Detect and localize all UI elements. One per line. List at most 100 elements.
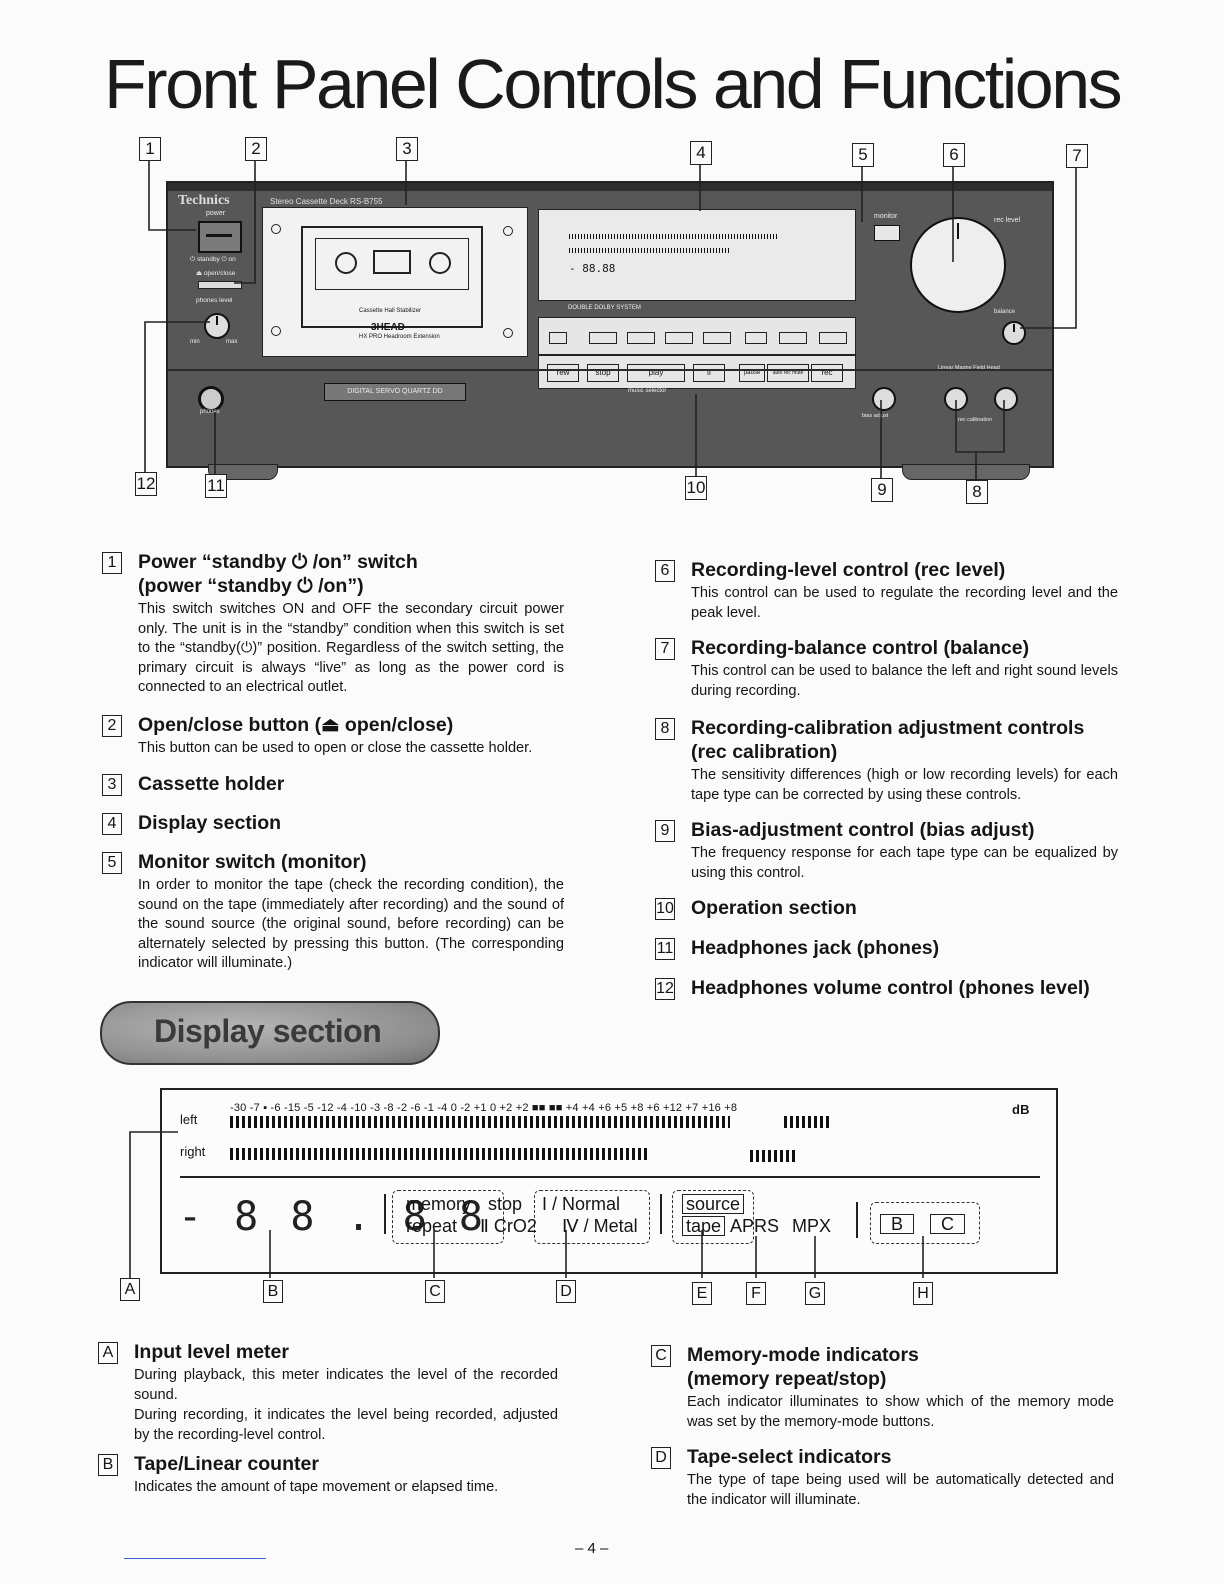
three-head-label: 3HEAD: [371, 322, 405, 333]
meter-scale: -30 -7 ▪ -6 -15 -5 -12 -4 -10 -3 -8 -2 -…: [230, 1102, 738, 1114]
auto-rec-mute-button[interactable]: auto rec mute: [767, 364, 809, 382]
item-10: 10 Operation section: [655, 896, 1118, 920]
callout-12: 12: [135, 472, 157, 496]
rec-button[interactable]: rec: [811, 364, 843, 382]
display-item-a: A Input level meter During playback, thi…: [98, 1340, 558, 1445]
display-panel: - 88.88: [538, 209, 856, 301]
power-switch[interactable]: [198, 221, 242, 253]
open-close-button[interactable]: [198, 281, 242, 289]
display-section-heading: Display section: [154, 1013, 382, 1049]
function-button[interactable]: [745, 332, 767, 344]
phones-jack[interactable]: [198, 386, 224, 412]
item-title-2: (rec calibration): [691, 741, 838, 763]
item-text: Indicates the amount of tape movement or…: [134, 1479, 499, 1495]
hx-pro-label: HX PRO Headroom Extension: [359, 334, 440, 340]
function-button[interactable]: [589, 332, 617, 344]
rew-button[interactable]: rew: [547, 364, 579, 382]
rec-calibration-knob-right[interactable]: [994, 387, 1018, 411]
item-2: 2 Open/close button (⏏ open/close) This …: [102, 713, 564, 759]
callout-10: 10: [685, 476, 707, 500]
item-number: 6: [655, 560, 675, 582]
music-selector-label: music selector: [628, 388, 667, 394]
item-number: 7: [655, 638, 675, 660]
display-item-c: C Memory-mode indicators (memory repeat/…: [651, 1343, 1114, 1432]
right-meter-bar: [230, 1148, 650, 1160]
item-6: 6 Recording-level control (rec level) Th…: [655, 558, 1118, 623]
item-text: In order to monitor the tape (check the …: [138, 877, 564, 971]
stop-button[interactable]: stop: [587, 364, 619, 382]
function-button[interactable]: [665, 332, 693, 344]
bias-adjust-label: bias adjust: [862, 413, 889, 419]
function-button[interactable]: [779, 332, 807, 344]
display-callout-g: G: [805, 1282, 825, 1305]
callout-3: 3: [396, 137, 418, 161]
item-title: Headphones jack (phones): [691, 937, 940, 959]
item-text: During playback, this meter indicates th…: [134, 1367, 558, 1403]
foot-right: [902, 464, 1030, 480]
item-number: 3: [102, 774, 122, 796]
item-title: Input level meter: [134, 1341, 289, 1363]
item-title: Open/close button (⏏ open/close): [138, 714, 454, 736]
display-callout-c: C: [425, 1280, 445, 1303]
display-callout-b: B: [263, 1280, 283, 1303]
cassette-holder[interactable]: Cassette Hall Stabilizer 3HEAD HX PRO He…: [262, 207, 528, 357]
standby-label: ⏻ standby ⏻ on: [190, 256, 236, 263]
item-number: 11: [655, 938, 675, 960]
item-title: Monitor switch (monitor): [138, 851, 367, 873]
item-number: 8: [655, 718, 675, 740]
dolby-label: DOUBLE DOLBY SYSTEM: [568, 305, 641, 311]
function-button[interactable]: [627, 332, 655, 344]
monitor-label: monitor: [874, 213, 898, 220]
item-8: 8 Recording-calibration adjustment contr…: [655, 716, 1118, 805]
item-text: Each indicator illuminates to show which…: [687, 1394, 1114, 1430]
ff-button[interactable]: ff: [693, 364, 725, 382]
footer-rule: [124, 1558, 266, 1559]
db-label: dB: [1012, 1102, 1030, 1117]
rec-calibration-knob-left[interactable]: [944, 387, 968, 411]
item-title: Recording-calibration adjustment control…: [691, 717, 1085, 739]
transport-buttons: rew stop play ff pause auto rec mute rec: [538, 355, 856, 389]
item-title: Tape/Linear counter: [134, 1453, 319, 1475]
item-5: 5 Monitor switch (monitor) In order to m…: [102, 850, 564, 974]
callout-9: 9: [871, 478, 893, 502]
source-indicator: source: [682, 1194, 745, 1214]
tape-counter: - 8 8 . 8 8: [178, 1194, 487, 1240]
item-7: 7 Recording-balance control (balance) Th…: [655, 636, 1118, 701]
pause-button[interactable]: pause: [739, 364, 765, 382]
item-text-2: During recording, it indicates the level…: [134, 1407, 558, 1443]
function-button[interactable]: [549, 332, 567, 344]
item-title-2: (power “standby ⏻ /on”): [138, 575, 364, 597]
function-button[interactable]: [819, 332, 847, 344]
cassette-deck-illustration: Technics Stereo Cassette Deck RS-B755 po…: [166, 181, 1054, 468]
function-button[interactable]: [703, 332, 731, 344]
memory-mode-box: [392, 1190, 504, 1244]
callout-4: 4: [690, 141, 712, 165]
item-title: Headphones volume control (phones level): [691, 977, 1090, 999]
item-text: This control can be used to regulate the…: [691, 585, 1118, 621]
bias-adjust-knob[interactable]: [872, 387, 896, 411]
phones-level-knob[interactable]: [204, 313, 230, 339]
callout-5: 5: [852, 143, 874, 167]
model-label: Stereo Cassette Deck RS-B755: [270, 197, 383, 206]
balance-knob[interactable]: [1002, 321, 1026, 345]
item-number: 12: [655, 978, 675, 1000]
item-4: 4 Display section: [102, 811, 564, 835]
right-meter-label: right: [180, 1144, 206, 1159]
display-callout-h: H: [913, 1282, 933, 1305]
item-title: Bias-adjustment control (bias adjust): [691, 819, 1035, 841]
monitor-switch[interactable]: [874, 225, 900, 241]
phones-level-label: phones level: [196, 297, 233, 304]
item-title: Tape-select indicators: [687, 1446, 892, 1468]
item-title: Recording-level control (rec level): [691, 559, 1006, 581]
monitor-indicator-box: [672, 1190, 754, 1244]
dolby-b-indicator: B: [880, 1214, 915, 1234]
play-button[interactable]: play: [627, 364, 685, 382]
left-meter-peak: [784, 1116, 832, 1128]
callout-1: 1: [139, 137, 161, 161]
balance-label: balance: [994, 309, 1016, 315]
item-1: 1 Power “standby ⏻ /on” switch (power “s…: [102, 550, 564, 698]
rec-level-knob[interactable]: [910, 217, 1006, 313]
item-number: 2: [102, 715, 122, 737]
memory-indicator: memory: [406, 1194, 472, 1214]
item-title: Recording-balance control (balance): [691, 637, 1030, 659]
